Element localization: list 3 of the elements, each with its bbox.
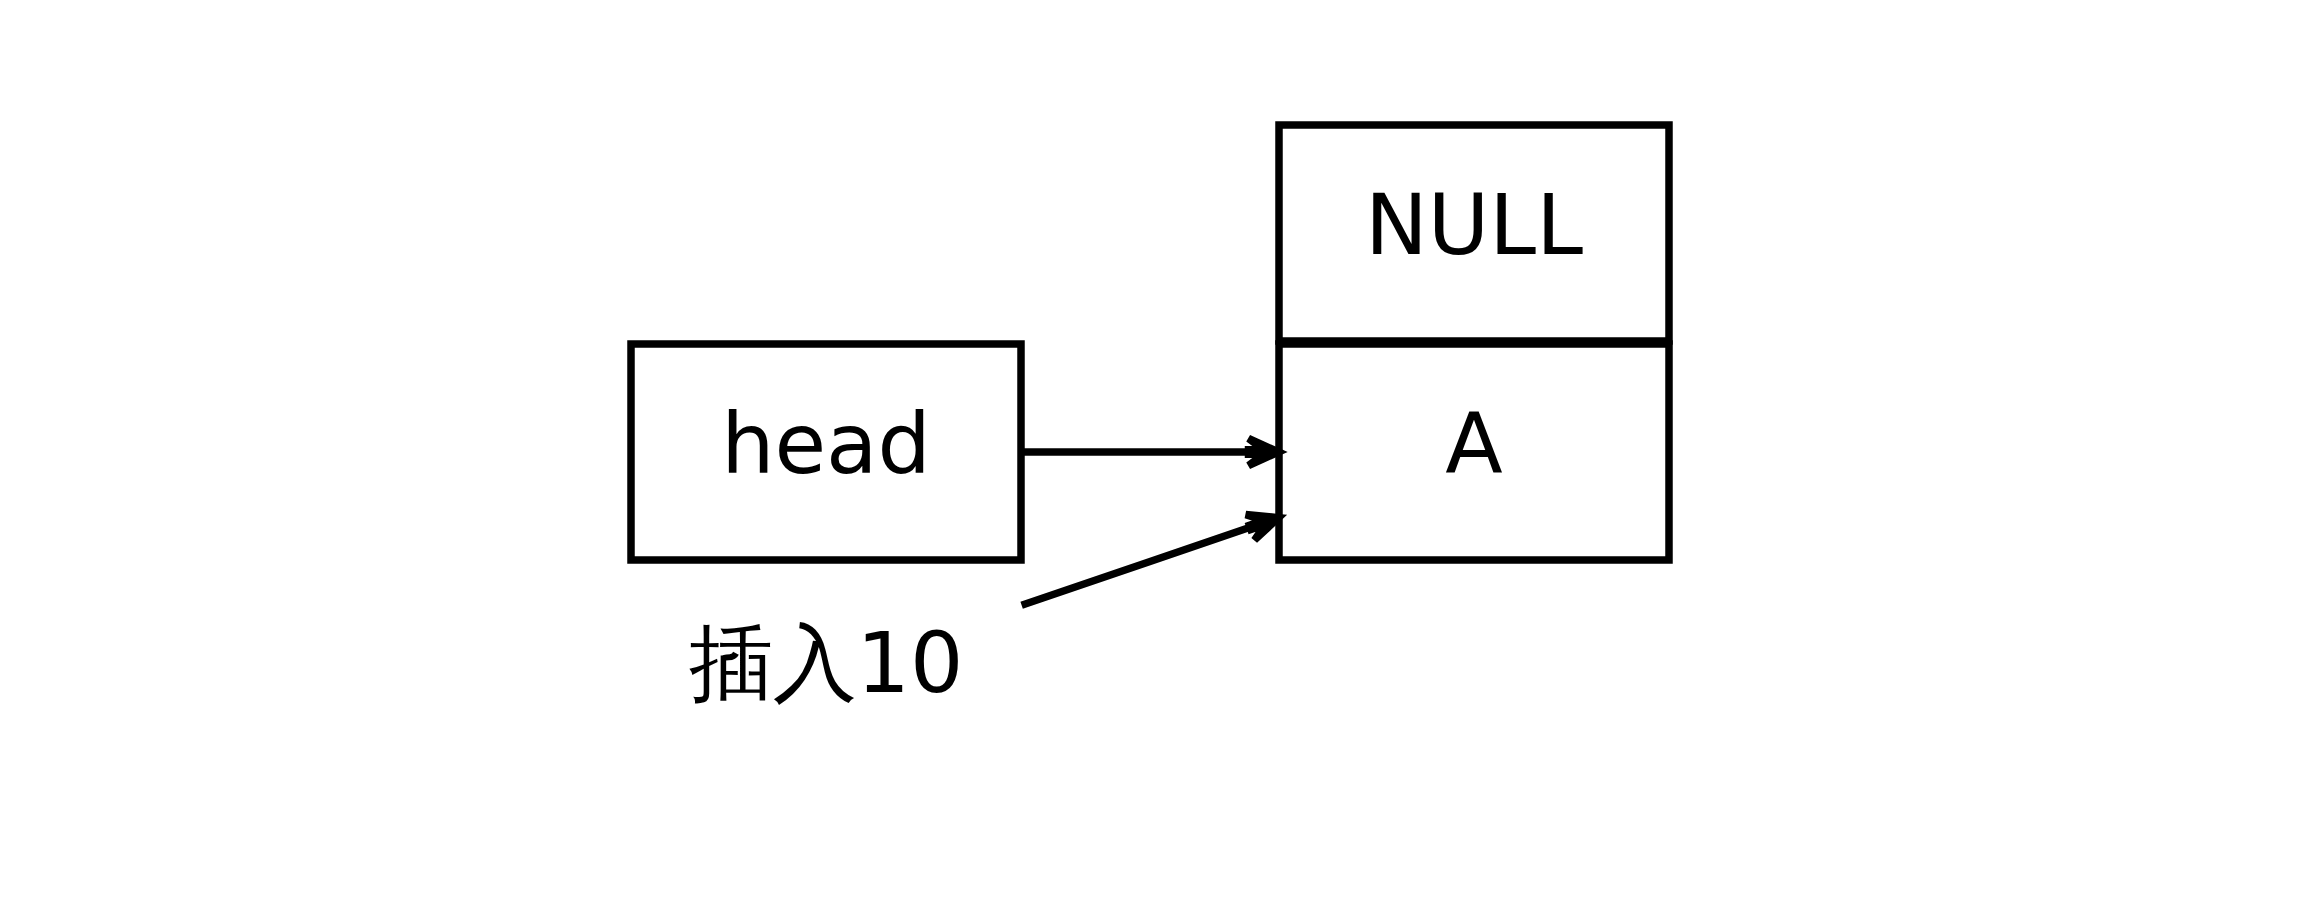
node-text: 插入10 [688, 613, 964, 712]
node-box: head [627, 340, 1025, 564]
node-box: NULL [1275, 121, 1673, 345]
